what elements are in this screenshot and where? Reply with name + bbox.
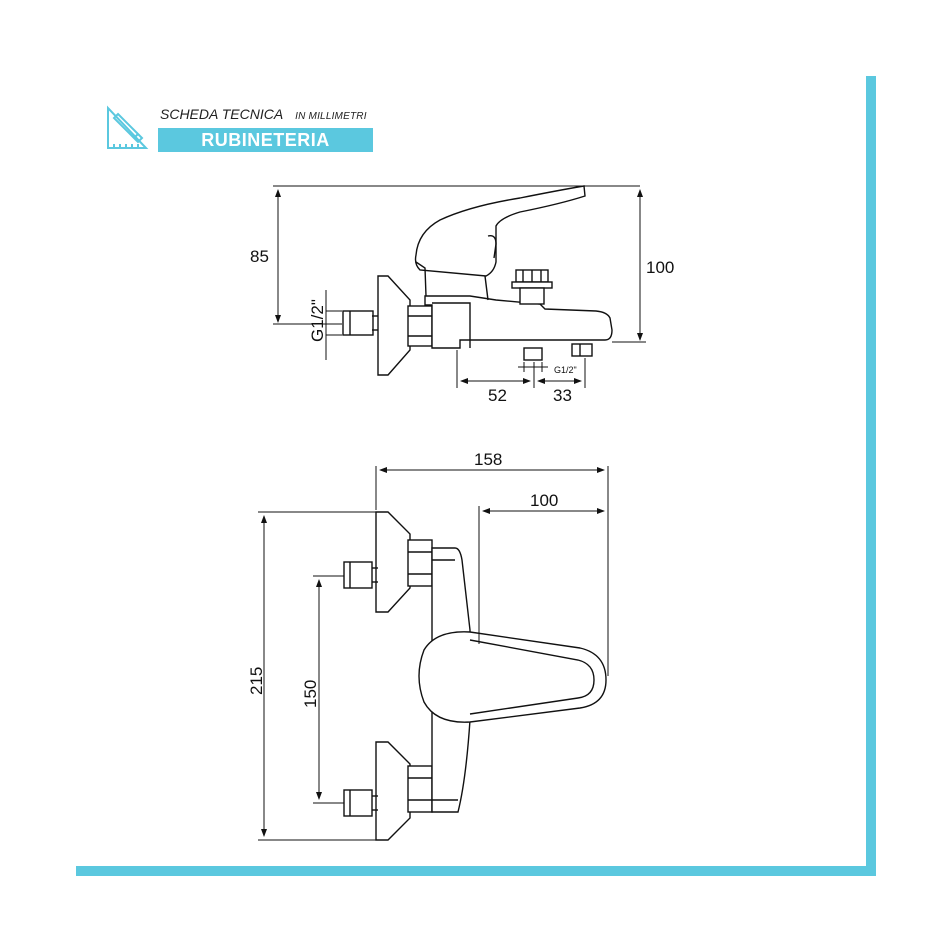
dim-85-label: 85 — [250, 247, 269, 266]
side-bottom-outlet — [523, 347, 543, 361]
frame-right-border — [866, 76, 876, 876]
top-dimensions — [258, 466, 609, 841]
subtitle-text: IN MILLIMETRI — [295, 111, 367, 122]
side-nut — [407, 305, 433, 347]
frame-bottom-border — [76, 866, 876, 876]
side-wall-flange — [377, 275, 411, 376]
side-spout-tip — [571, 343, 593, 357]
dim-33-label: 33 — [553, 386, 572, 405]
thread-outlet-label: G1/2" — [554, 365, 577, 375]
side-dimensions — [273, 185, 646, 388]
side-view — [342, 185, 613, 376]
dim-52-label: 52 — [488, 386, 507, 405]
title-text: SCHEDA TECNICA — [160, 106, 284, 122]
top-flange-lower — [375, 741, 411, 841]
top-nut-upper — [407, 539, 433, 587]
side-handle — [414, 185, 586, 277]
top-flange-upper — [375, 511, 411, 613]
side-diverter-knob — [511, 269, 553, 305]
dim-100-side-label: 100 — [646, 258, 674, 277]
top-inlet-lower — [343, 789, 378, 817]
category-band: RUBINETERIA — [158, 128, 373, 152]
dim-215-label: 215 — [247, 667, 266, 695]
top-handle — [418, 631, 607, 723]
side-mixer-body — [424, 295, 613, 349]
top-inlet-upper — [343, 561, 378, 589]
header-title: SCHEDA TECNICA IN MILLIMETRI — [160, 106, 367, 122]
top-nut-lower — [407, 765, 433, 813]
dim-100-top-label: 100 — [530, 491, 558, 510]
thread-inlet-label: G1/2" — [308, 299, 327, 342]
top-view — [343, 511, 607, 841]
ruler-pencil-icon — [107, 105, 149, 149]
side-inlet-pipe — [342, 310, 380, 336]
dim-150-label: 150 — [301, 680, 320, 708]
dim-158-label: 158 — [474, 450, 502, 469]
